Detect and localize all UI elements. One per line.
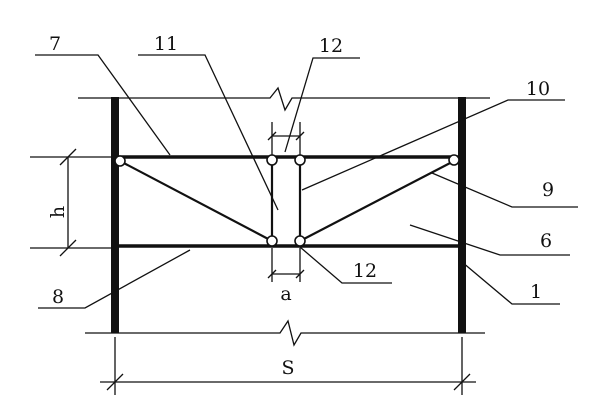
node-top-right <box>448 154 460 166</box>
leader-11 <box>138 54 279 211</box>
leader-10 <box>301 99 565 191</box>
dimension-h <box>30 148 112 257</box>
label-11: 11 <box>154 33 178 55</box>
label-s: S <box>281 357 294 379</box>
node-bottom-center-right <box>294 235 306 247</box>
node-top-center-left <box>266 154 278 166</box>
leader-1 <box>461 261 560 305</box>
label-12-top: 12 <box>319 35 343 57</box>
leader-7 <box>35 54 171 156</box>
label-h: h <box>47 206 69 218</box>
label-8: 8 <box>52 286 64 308</box>
node-bottom-center-left <box>266 235 278 247</box>
label-7: 7 <box>49 33 61 55</box>
dimension-s <box>100 337 476 395</box>
label-12-bottom: 12 <box>353 260 377 282</box>
leader-12-top <box>284 57 360 153</box>
label-a: a <box>280 283 291 305</box>
node-top-left <box>114 155 126 167</box>
bottom-break-line <box>85 319 485 347</box>
leader-6 <box>409 224 570 256</box>
leader-12-bottom <box>299 246 392 284</box>
label-10: 10 <box>526 78 550 100</box>
label-6: 6 <box>540 230 552 252</box>
leader-9 <box>431 172 578 208</box>
dimension-a-bottom <box>267 248 305 282</box>
leader-8 <box>38 249 191 309</box>
top-break-line <box>78 86 490 112</box>
dimension-a-top <box>267 122 305 155</box>
node-top-center-right <box>294 154 306 166</box>
label-9: 9 <box>542 179 554 201</box>
right-diagonal-strut <box>299 160 455 242</box>
label-1: 1 <box>530 281 542 303</box>
left-diagonal-strut <box>119 160 273 242</box>
